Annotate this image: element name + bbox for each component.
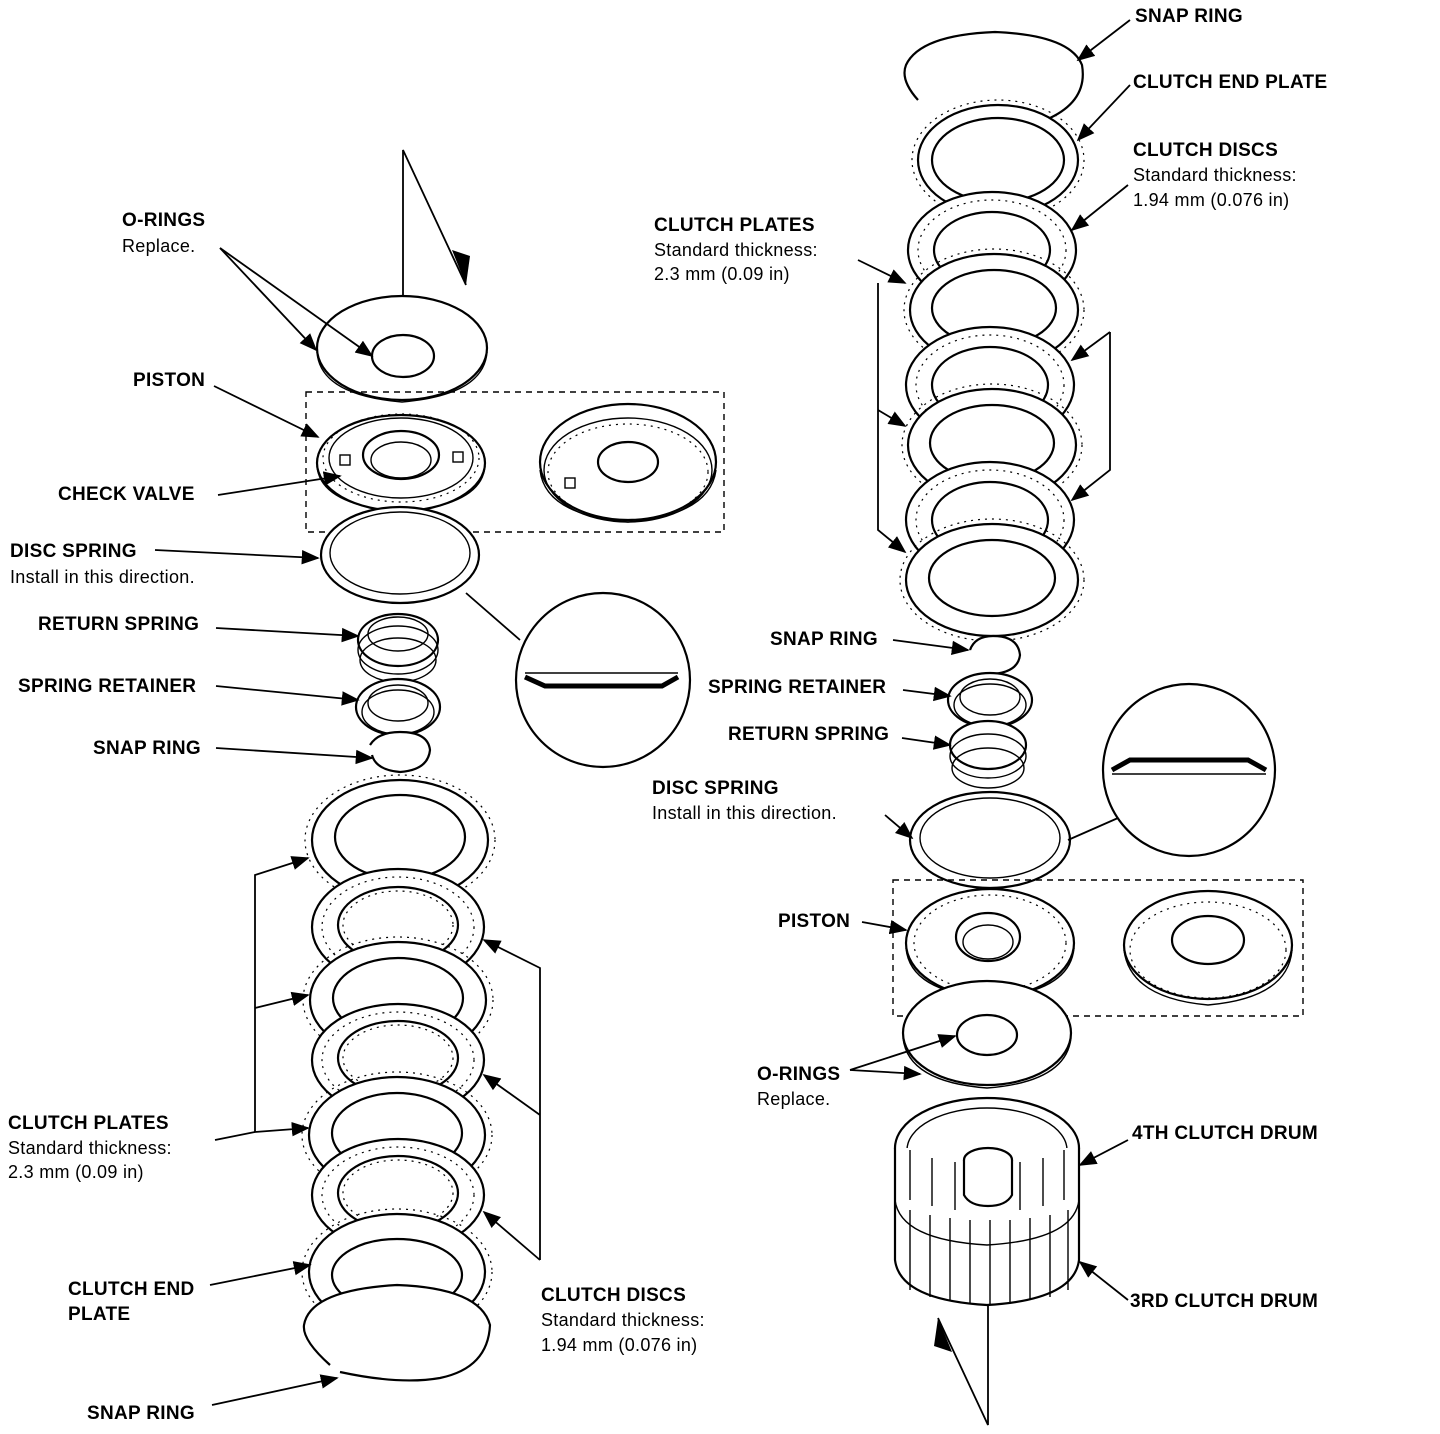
left-o-rings-label: O-RINGS: [122, 210, 205, 231]
left-clutch-end-plate-label-1: CLUTCH END: [68, 1279, 195, 1300]
right-clutch-drum: [893, 1096, 1081, 1307]
right-clutch-end-plate-label: CLUTCH END PLATE: [1133, 72, 1327, 93]
left-piston: [315, 413, 487, 513]
left-assembly-direction-arrow: [402, 149, 470, 355]
right-clutch-plate-3: [899, 518, 1085, 642]
left-assembly: O-RINGS Replace. PISTON CHECK VALVE DISC…: [8, 149, 725, 1424]
left-snap-ring-large: [302, 1283, 492, 1382]
right-clutch-plates-note-1: Standard thickness:: [654, 240, 818, 260]
left-return-spring: [356, 612, 440, 683]
right-assembly-direction-arrow: [934, 1305, 989, 1426]
left-clutch-discs-note-1: Standard thickness:: [541, 1310, 705, 1330]
right-o-ring-plate: [901, 979, 1073, 1089]
left-return-spring-label: RETURN SPRING: [38, 614, 199, 635]
right-snap-ring-small: [968, 634, 1022, 676]
left-o-ring-plate: [315, 294, 489, 403]
left-disc-spring-label: DISC SPRING: [10, 541, 137, 562]
left-clutch-plates-note-1: Standard thickness:: [8, 1138, 172, 1158]
right-spring-retainer-label: SPRING RETAINER: [708, 677, 886, 698]
left-piston-detail-box: [305, 391, 725, 533]
left-clutch-end-plate-label-2: PLATE: [68, 1304, 130, 1325]
right-disc-spring: [908, 790, 1072, 890]
right-clutch-plates-label: CLUTCH PLATES: [654, 215, 815, 236]
right-4th-clutch-drum-label: 4TH CLUTCH DRUM: [1132, 1123, 1318, 1144]
right-return-spring: [948, 719, 1028, 789]
left-disc-spring-note: Install in this direction.: [10, 567, 195, 587]
right-clutch-end-plate: [911, 99, 1085, 221]
right-assembly: SNAP RING CLUTCH END PLATE CLUTCH DISCS …: [652, 6, 1327, 1426]
left-piston-reverse-view: [538, 402, 718, 523]
right-snap-ring-large-label: SNAP RING: [1135, 6, 1243, 27]
right-disc-spring-note: Install in this direction.: [652, 803, 837, 823]
right-disc-spring-detail: [1067, 682, 1277, 858]
left-clutch-plate-1: [304, 774, 496, 906]
left-clutch-plates-note-2: 2.3 mm (0.09 in): [8, 1162, 144, 1182]
right-o-rings-label: O-RINGS: [757, 1064, 840, 1085]
right-piston-reverse-view: [1122, 889, 1294, 1006]
right-piston-label: PISTON: [778, 911, 850, 932]
right-return-spring-label: RETURN SPRING: [728, 724, 889, 745]
right-clutch-discs-label: CLUTCH DISCS: [1133, 140, 1278, 161]
right-spring-retainer: [946, 671, 1034, 729]
left-clutch-pack: [301, 774, 496, 1336]
right-clutch-pack: [899, 190, 1085, 642]
left-clutch-discs-label: CLUTCH DISCS: [541, 1285, 686, 1306]
right-clutch-discs-note-2: 1.94 mm (0.076 in): [1133, 190, 1289, 210]
left-check-valve-label: CHECK VALVE: [58, 484, 195, 505]
left-spring-retainer-label: SPRING RETAINER: [18, 676, 196, 697]
left-disc-spring-detail: [465, 591, 692, 769]
right-piston-detail-box: [892, 879, 1304, 1017]
right-clutch-discs-note-1: Standard thickness:: [1133, 165, 1297, 185]
left-snap-ring-large-label: SNAP RING: [87, 1403, 195, 1424]
left-snap-ring-small: [369, 730, 432, 774]
left-o-rings-note: Replace.: [122, 236, 195, 256]
right-piston: [904, 887, 1076, 999]
left-clutch-plates-label: CLUTCH PLATES: [8, 1113, 169, 1134]
right-clutch-plates-note-2: 2.3 mm (0.09 in): [654, 264, 790, 284]
right-snap-ring-small-label: SNAP RING: [770, 629, 878, 650]
left-snap-ring-small-label: SNAP RING: [93, 738, 201, 759]
right-disc-spring-label: DISC SPRING: [652, 778, 779, 799]
right-o-rings-note: Replace.: [757, 1089, 830, 1109]
left-clutch-discs-note-2: 1.94 mm (0.076 in): [541, 1335, 697, 1355]
left-piston-label: PISTON: [133, 370, 205, 391]
right-3rd-clutch-drum-label: 3RD CLUTCH DRUM: [1130, 1291, 1318, 1312]
left-disc-spring: [319, 505, 481, 605]
left-spring-retainer: [354, 677, 442, 737]
